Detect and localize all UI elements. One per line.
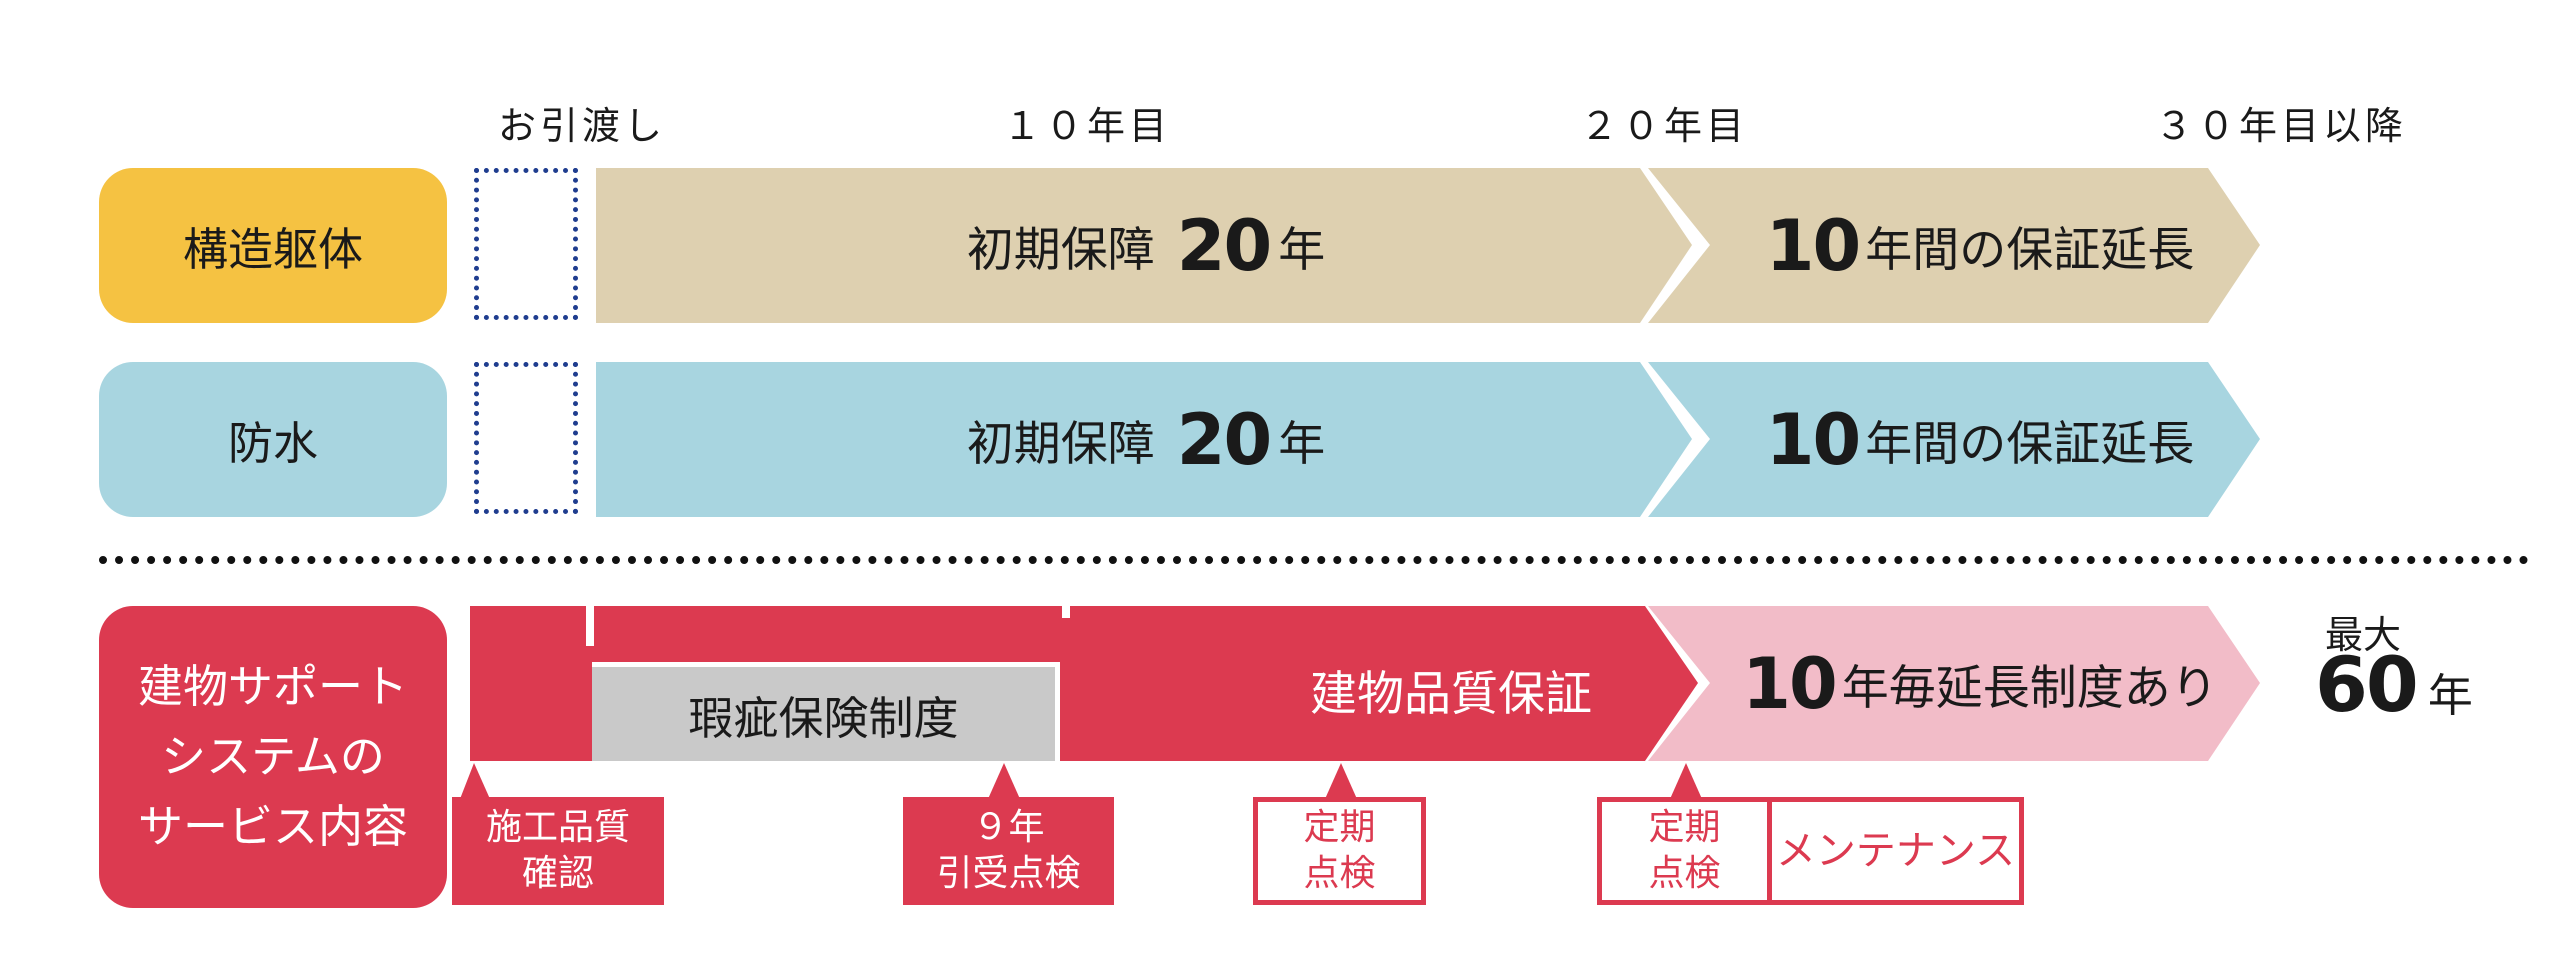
initial-guarantee-label: 初期保障 <box>966 223 1155 278</box>
support-label-line2: システムの <box>161 730 385 783</box>
periodic-inspection-1-line1: 定期 <box>1303 807 1376 848</box>
extension-bar-waterproof <box>1648 362 2260 517</box>
support-extension-years: 10 <box>1742 642 1837 725</box>
periodic-inspection-2-line2: 点検 <box>1648 853 1721 894</box>
support-extension-label: 年毎延長制度あり <box>1841 661 2218 716</box>
defect-insurance-box: 瑕疵保険制度 <box>592 662 1060 761</box>
construction-check-line1: 施工品質 <box>485 807 630 848</box>
row-label-structure: 構造躯体 <box>99 168 447 323</box>
initial-guarantee-bar-waterproof <box>596 362 1692 517</box>
extension-label: 年間の保証延長 <box>1865 223 2195 278</box>
maintenance-tag: メンテナンス <box>1767 797 2024 905</box>
timeline-year-20: ２０年目 <box>1580 104 1749 148</box>
extension-years: 10 <box>1765 398 1861 481</box>
initial-guarantee-text-structure: 初期保障 20 年 <box>596 168 1696 323</box>
ninth-year-pointer <box>988 763 1020 799</box>
support-extension-text: 10 年毎延長制度あり <box>1720 606 2240 761</box>
timeline-year-10: １０年目 <box>1003 104 1172 148</box>
periodic-inspection-tag-2: 定期 点検 <box>1597 797 1772 905</box>
extension-text-structure: 10 年間の保証延長 <box>1720 168 2240 323</box>
support-label-line1: 建物サポート <box>137 660 408 713</box>
handover-marker-structure <box>474 168 578 320</box>
max-unit: 年 <box>2427 669 2473 722</box>
initial-guarantee-bar-structure <box>596 168 1692 323</box>
initial-guarantee-unit: 年 <box>1278 223 1326 278</box>
extension-text-waterproof: 10 年間の保証延長 <box>1720 362 2240 517</box>
handover-marker-waterproof <box>474 362 578 514</box>
periodic-inspection-pointer-1 <box>1325 763 1357 799</box>
construction-quality-check-tag: 施工品質 確認 <box>452 797 664 905</box>
quality-guarantee-label: 建物品質保証 <box>1310 667 1592 722</box>
max-years-group: 60 年 <box>2315 640 2473 729</box>
ninth-year-line1: ９年 <box>972 807 1045 848</box>
row-label-waterproof: 防水 <box>99 362 447 517</box>
initial-guarantee-unit: 年 <box>1278 417 1326 472</box>
periodic-inspection-2-line1: 定期 <box>1648 807 1721 848</box>
extension-years: 10 <box>1765 204 1861 287</box>
support-extension-bar <box>1648 606 2260 761</box>
periodic-inspection-pointer-2 <box>1670 763 1702 799</box>
periodic-inspection-1-line2: 点検 <box>1303 853 1376 894</box>
timeline-year-30: ３０年目以降 <box>2155 104 2408 148</box>
section-divider <box>99 556 2529 564</box>
support-label-line3: サービス内容 <box>137 800 408 853</box>
extension-label: 年間の保証延長 <box>1865 417 2195 472</box>
ninth-year-inspection-tag: ９年 引受点検 <box>903 797 1114 905</box>
initial-guarantee-years: 20 <box>1176 204 1272 287</box>
ninth-year-line2: 引受点検 <box>936 853 1081 894</box>
initial-guarantee-text-waterproof: 初期保障 20 年 <box>596 362 1696 517</box>
row-label-support-system: 建物サポート システムの サービス内容 <box>99 606 447 908</box>
initial-guarantee-label: 初期保障 <box>966 417 1155 472</box>
periodic-inspection-tag-1: 定期 点検 <box>1253 797 1426 905</box>
max-years: 60 <box>2315 640 2419 729</box>
extension-bar-structure <box>1648 168 2260 323</box>
construction-check-pointer <box>460 763 490 799</box>
max-label: 最大 <box>2325 613 2402 657</box>
construction-check-line2: 確認 <box>521 853 594 894</box>
timeline-handover: お引渡し <box>498 104 667 148</box>
initial-guarantee-years: 20 <box>1176 398 1272 481</box>
